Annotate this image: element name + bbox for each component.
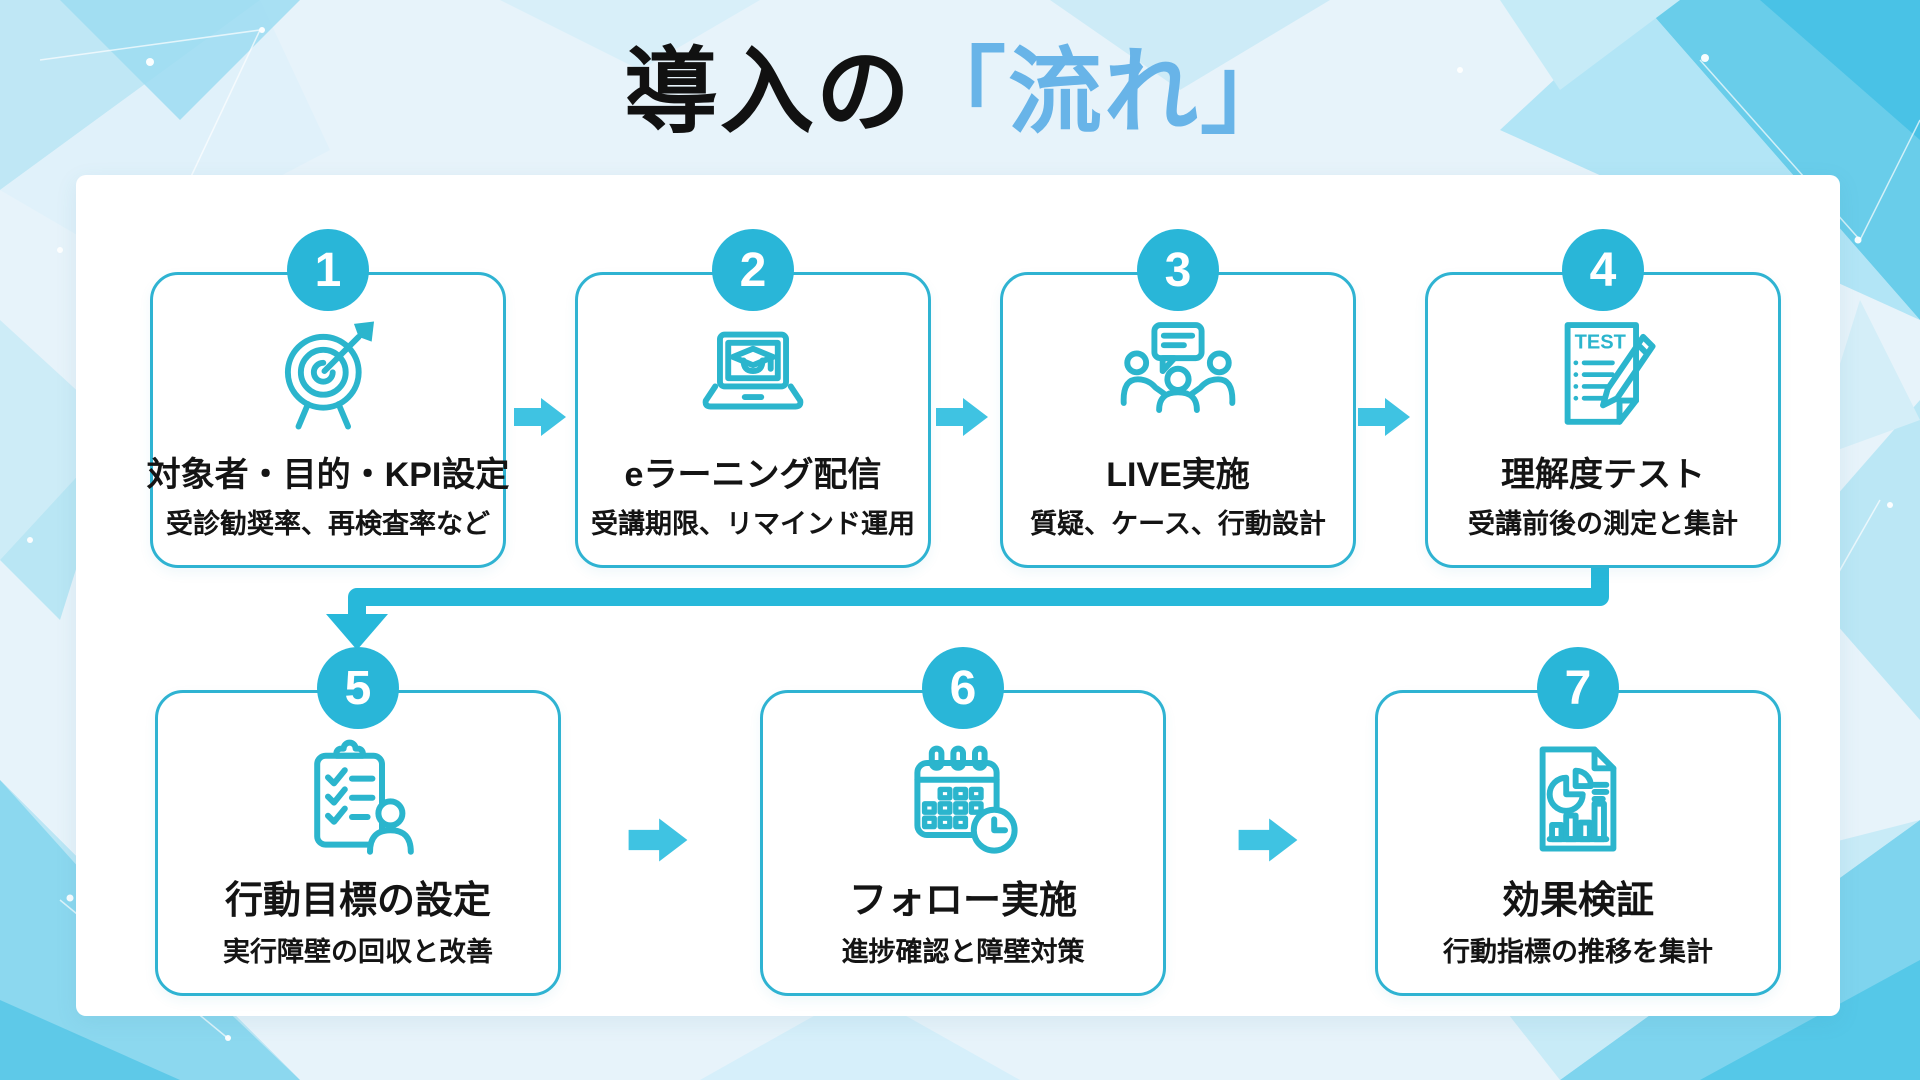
flow-arrow-6-7 <box>1238 818 1298 862</box>
step-number-badge: 5 <box>317 647 399 729</box>
step-title: 効果検証 <box>1501 880 1654 922</box>
step-card-5: 5 行動目標の設定 実行障壁の回収と改善 <box>155 647 561 996</box>
step-card-7: 7 効果検証 行動指標の推移を集計 <box>1375 647 1781 996</box>
step-number-badge: 7 <box>1537 647 1619 729</box>
step-card-6: 6 フォロー実施 進捗確認と障壁対策 <box>760 647 1166 996</box>
step-number: 5 <box>344 661 372 715</box>
step-number: 1 <box>314 243 342 297</box>
step-title: eラーニング配信 <box>624 456 882 494</box>
checklist-person-icon <box>297 739 419 859</box>
step-number: 6 <box>949 661 977 715</box>
report-chart-icon <box>1518 739 1638 859</box>
meeting-icon <box>1118 317 1238 437</box>
step-number-badge: 3 <box>1137 229 1219 311</box>
calendar-clock-icon <box>902 739 1024 859</box>
flow-arrow-3-4 <box>1358 398 1410 436</box>
step-subtitle: 受診勧奨率、再検査率など <box>166 509 490 539</box>
step-title: LIVE実施 <box>1106 456 1250 494</box>
step-number: 3 <box>1164 243 1192 297</box>
step-number-badge: 4 <box>1562 229 1644 311</box>
flow-arrow-1-2 <box>514 398 566 436</box>
page-title-black: 導入の <box>623 39 912 144</box>
page-title: 導入の「流れ」 <box>0 38 1920 146</box>
step-card-3: 3 LIVE実施 質疑、ケース、行動設計 <box>1000 229 1356 568</box>
step-title: 行動目標の設定 <box>224 880 491 922</box>
step-subtitle: 質疑、ケース、行動設計 <box>1030 509 1326 539</box>
step-title: 理解度テスト <box>1501 456 1705 494</box>
step-title: フォロー実施 <box>848 880 1077 922</box>
step-title: 対象者・目的・KPI設定 <box>146 456 510 494</box>
step-card-2: 2 eラーニング配信 受講期限、リマインド運用 <box>575 229 931 568</box>
target-icon <box>269 317 387 437</box>
step-subtitle: 進捗確認と障壁対策 <box>841 937 1085 967</box>
test-sheet-icon: TEST <box>1543 317 1663 437</box>
step-subtitle: 行動指標の推移を集計 <box>1443 937 1713 967</box>
step-card-4: 4 TEST 理解度テスト 受講前後の測定と集計 <box>1425 229 1781 568</box>
step-number: 7 <box>1564 661 1592 715</box>
step-subtitle: 受講期限、リマインド運用 <box>591 509 915 539</box>
flow-arrow-5-6 <box>628 818 688 862</box>
elearning-laptop-icon <box>693 317 813 437</box>
step-card-1: 1 対象者・目的・KPI設定 受診勧奨率、再検査率など <box>147 229 509 568</box>
step-subtitle: 実行障壁の回収と改善 <box>223 937 493 967</box>
step-number-badge: 2 <box>712 229 794 311</box>
svg-text:TEST: TEST <box>1575 332 1627 354</box>
page-title-blue: 「流れ」 <box>912 39 1297 144</box>
step-subtitle: 受講前後の測定と集計 <box>1468 509 1738 539</box>
step-number: 2 <box>739 243 767 297</box>
step-number-badge: 1 <box>287 229 369 311</box>
step-number-badge: 6 <box>922 647 1004 729</box>
flow-arrow-2-3 <box>936 398 988 436</box>
step-number: 4 <box>1589 243 1617 297</box>
